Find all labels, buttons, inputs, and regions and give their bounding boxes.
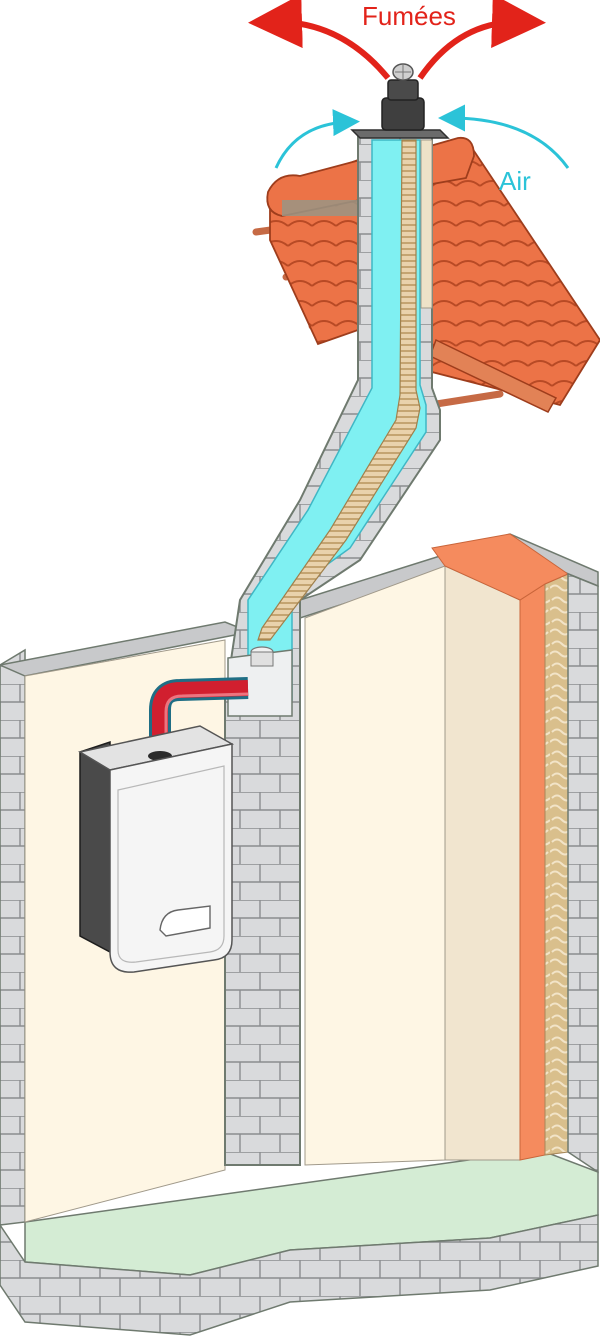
ridge-mortar bbox=[282, 200, 358, 216]
interior-side-wall bbox=[444, 565, 521, 1161]
air-arrows bbox=[274, 104, 570, 169]
boiler bbox=[77, 725, 235, 973]
liner-base-tube bbox=[250, 651, 274, 667]
insulation-fill bbox=[544, 573, 569, 1156]
chimney bbox=[224, 63, 450, 1166]
roof bbox=[252, 136, 600, 413]
right-wall-masonry bbox=[567, 572, 599, 1174]
chimney-cap bbox=[350, 129, 450, 139]
curved-arrow-icon bbox=[274, 109, 360, 169]
curved-arrow-icon bbox=[248, 0, 391, 80]
insulation-orange bbox=[519, 583, 546, 1161]
boiler-side bbox=[79, 740, 111, 954]
boiler-display bbox=[159, 905, 211, 937]
flue-liner bbox=[257, 139, 421, 641]
roof-ridge-right bbox=[429, 136, 475, 186]
flue-terminal bbox=[381, 63, 425, 131]
left-wall-masonry bbox=[0, 648, 26, 1226]
fumees-arrows bbox=[248, 0, 546, 80]
air-label: Air bbox=[499, 166, 531, 196]
insulation-top bbox=[431, 533, 570, 601]
foundation bbox=[0, 1214, 599, 1336]
chimney-upper-insulation bbox=[420, 139, 433, 309]
curved-arrow-icon bbox=[438, 104, 570, 169]
curved-arrow-icon bbox=[417, 0, 546, 80]
interior-right-wall bbox=[304, 565, 446, 1166]
fumees-label: Fumées bbox=[362, 1, 456, 31]
